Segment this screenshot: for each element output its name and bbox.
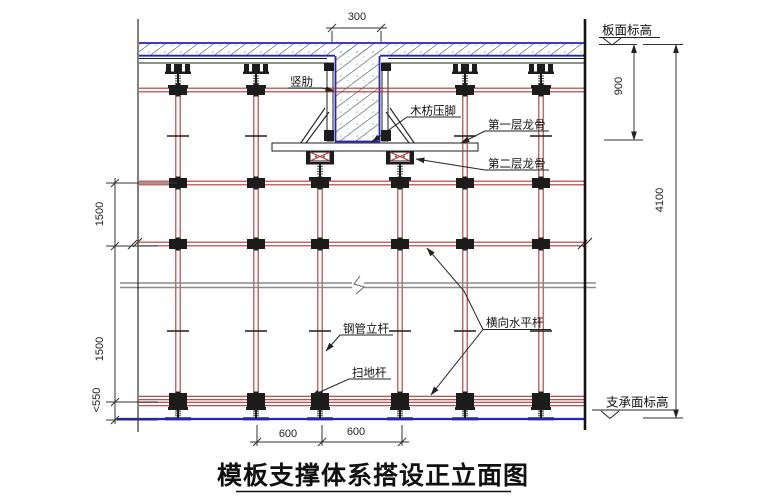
dim-text-4100: 4100 <box>654 188 666 212</box>
wood-batten-kicker-right <box>385 107 418 148</box>
rib-clamp-bottom-left <box>324 130 334 141</box>
wood-batten-kicker-left <box>297 107 330 148</box>
dim-text-300: 300 <box>348 11 366 23</box>
steel-pipe-post-label: 钢管立杆 <box>343 322 389 336</box>
beam-rib-right <box>381 62 389 142</box>
annotation-transverse-horizontal-bar: 横向水平杆 <box>426 247 551 396</box>
title-block: 模板支撑体系搭设正立面图 <box>217 461 529 493</box>
annotation-first-layer-joist: 第一层龙骨 <box>460 118 549 144</box>
beam-hatch <box>336 44 379 141</box>
concrete-beam <box>271 44 479 152</box>
rib-clamp-top-right <box>381 63 391 71</box>
dim-text-1500-lower: 1500 <box>94 337 106 361</box>
annotation-second-layer-joist: 第二层龙骨 <box>415 157 549 171</box>
dim-bottom-bays: 600 600 <box>250 425 409 447</box>
dim-beam-width: 300 <box>326 11 387 42</box>
bearing-elevation-label: 支承面标高 <box>606 395 669 410</box>
annotation-steel-pipe-post: 钢管立杆 <box>325 322 393 352</box>
dim-text-900: 900 <box>613 77 625 95</box>
slab-elevation-label: 板面标高 <box>602 23 652 38</box>
dim-text-600-right: 600 <box>347 426 365 438</box>
transverse-horizontal-bar-label: 横向水平杆 <box>486 316 544 330</box>
horizontal-bars <box>139 87 584 407</box>
bearing-elevation-marker: 支承面标高 <box>592 395 674 419</box>
bar-break-left <box>127 237 143 250</box>
first-layer-joist-label: 第一层龙骨 <box>488 118 546 132</box>
section-break-line <box>120 237 596 295</box>
annotations: 竖肋 木枋压脚 第一层龙骨 第二层龙骨 钢管立杆 扫地杆 <box>288 75 551 397</box>
break-gap <box>352 277 364 291</box>
dim-left-chain: 1500 1500 <550 <box>91 178 177 425</box>
break-zigzag <box>353 275 366 295</box>
dim-right-heights: 900 4100 <box>599 44 683 419</box>
dim-text-550: <550 <box>91 388 103 413</box>
rib-clamp-top-left <box>324 63 334 71</box>
rib-clamp-bottom-right <box>381 130 391 141</box>
slab-elevation-marker: 板面标高 <box>599 23 660 46</box>
annotation-wood-batten-kicker: 木枋压脚 <box>371 104 461 143</box>
wood-batten-kicker-label: 木枋压脚 <box>410 104 456 118</box>
annotation-sweeping-bar: 扫地杆 <box>310 366 391 397</box>
beam-rib-left <box>326 62 334 142</box>
dim-text-1500-upper: 1500 <box>94 202 106 226</box>
drawing-title: 模板支撑体系搭设正立面图 <box>217 461 529 490</box>
first-layer-joist-platform <box>271 142 479 152</box>
annotation-vertical-rib: 竖肋 <box>288 75 335 92</box>
vertical-rib-label: 竖肋 <box>290 75 313 89</box>
second-layer-joist-label: 第二层龙骨 <box>488 157 546 171</box>
sweeping-bar-label: 扫地杆 <box>352 366 387 380</box>
dim-text-600-left: 600 <box>279 428 297 440</box>
